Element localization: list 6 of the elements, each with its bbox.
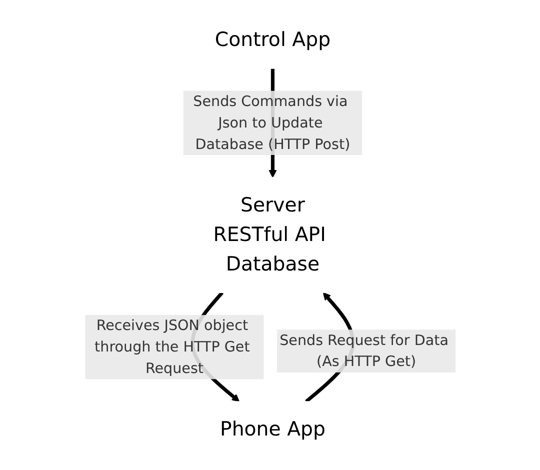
edge-label: Sends Request for Data (As HTTP Get) (279, 331, 448, 370)
edge-label: Sends Commands via Json to Update Database (HTTP Post) (192, 92, 350, 152)
edge-label: Receives JSON object through the HTTP Get Request (94, 316, 250, 377)
node-text: Control App (214, 29, 330, 52)
node-text: Server RESTful API Database (212, 194, 326, 276)
node-text: Phone App (220, 418, 326, 441)
